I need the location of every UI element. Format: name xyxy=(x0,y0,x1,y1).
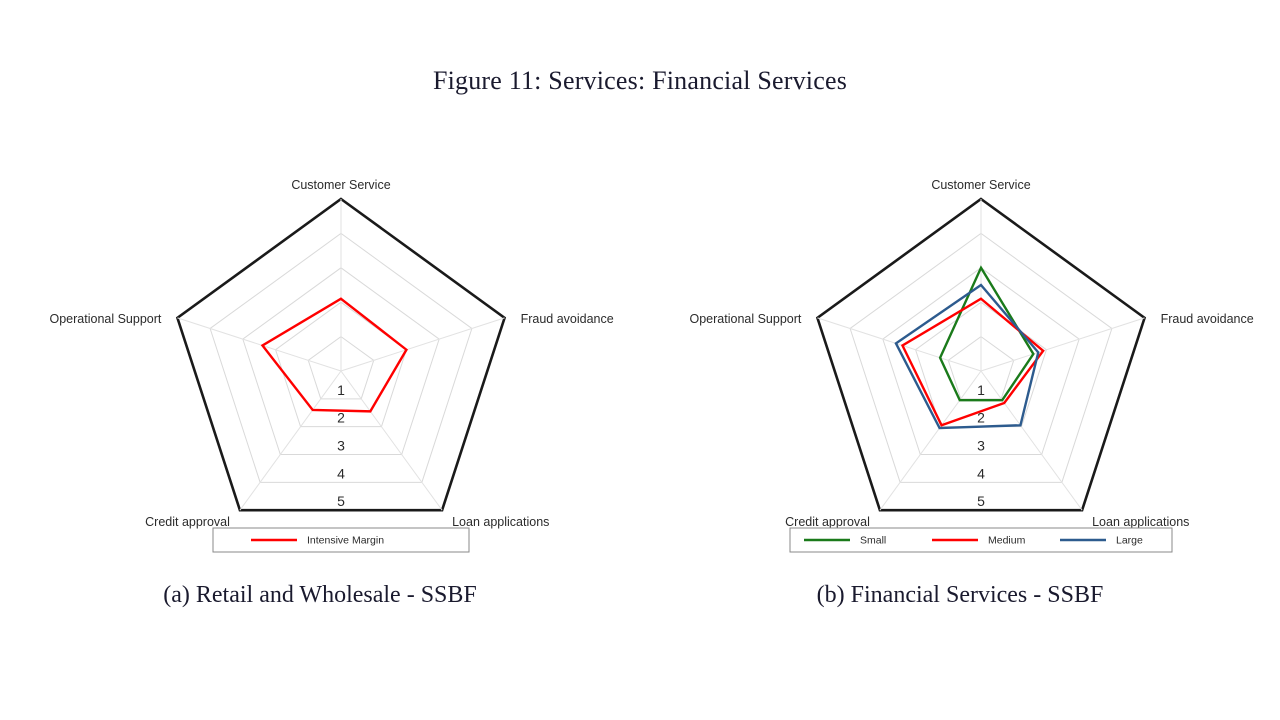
radial-tick-label-5: 5 xyxy=(977,493,985,509)
axis-label-customer-service: Customer Service xyxy=(931,178,1030,192)
radial-tick-label-3: 3 xyxy=(977,438,985,454)
radar-spoke-3 xyxy=(239,370,342,511)
radar-grid-ring-4 xyxy=(849,232,1113,483)
legend-label-intensive-margin: Intensive Margin xyxy=(307,535,384,547)
radar-spoke-2 xyxy=(980,370,1083,511)
chart-legend: Small Medium Large xyxy=(789,527,1173,553)
axis-label-customer-service: Customer Service xyxy=(291,178,390,192)
radar-spoke-2 xyxy=(340,370,443,511)
series-polygon-small xyxy=(938,265,1035,402)
legend-label-large: Large xyxy=(1116,535,1143,547)
radial-tick-label-2: 2 xyxy=(337,410,345,426)
chart-legend: Intensive Margin xyxy=(212,527,470,553)
subcaption-b: (b) Financial Services - SSBF xyxy=(816,582,1104,608)
radar-grid-ring-1 xyxy=(307,335,375,400)
radar-spoke-4 xyxy=(817,317,982,372)
radial-tick-label-4: 4 xyxy=(977,465,985,481)
radial-tick-label-3: 3 xyxy=(337,438,345,454)
axis-label-fraud-avoidance: Fraud avoidance xyxy=(521,312,614,326)
radar-grid-ring-1 xyxy=(947,335,1015,400)
radar-spoke-3 xyxy=(879,370,982,511)
axis-label-fraud-avoidance: Fraud avoidance xyxy=(1161,312,1254,326)
radial-tick-label-1: 1 xyxy=(337,382,345,398)
figure-title: Figure 11: Services: Financial Services xyxy=(432,66,848,95)
series-polygon-intensive-margin xyxy=(260,297,408,413)
radar-spoke-1 xyxy=(980,317,1145,372)
radar-spoke-1 xyxy=(340,317,505,372)
axis-label-credit-approval: Credit approval xyxy=(785,515,870,529)
axis-label-loan-applications: Loan applications xyxy=(452,515,549,529)
radial-tick-label-1: 1 xyxy=(977,382,985,398)
series-polygon-large xyxy=(894,283,1040,430)
axis-label-operational-support: Operational Support xyxy=(50,312,162,326)
legend-label-small: Small xyxy=(860,535,886,547)
radial-tick-label-2: 2 xyxy=(977,410,985,426)
series-polygon-medium xyxy=(900,297,1045,427)
axis-label-loan-applications: Loan applications xyxy=(1092,515,1189,529)
radar-grid-ring-4 xyxy=(209,232,473,483)
legend-label-medium: Medium xyxy=(988,535,1026,547)
axis-label-operational-support: Operational Support xyxy=(690,312,802,326)
radar-grid-ring-3 xyxy=(882,267,1080,455)
subcaption-a: (a) Retail and Wholesale - SSBF xyxy=(163,582,477,608)
radar-spoke-4 xyxy=(177,317,342,372)
radar-outer-boundary xyxy=(175,197,507,512)
legend-box xyxy=(789,527,1173,553)
radar-outer-boundary xyxy=(815,197,1147,512)
axis-label-credit-approval: Credit approval xyxy=(145,515,230,529)
radial-tick-label-4: 4 xyxy=(337,465,345,481)
radar-grid-ring-3 xyxy=(242,267,440,455)
radial-tick-label-5: 5 xyxy=(337,493,345,509)
